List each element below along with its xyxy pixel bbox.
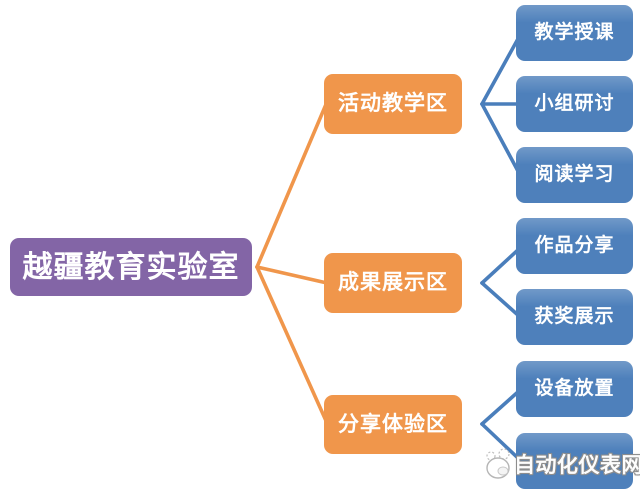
- leaf-node-label: 设备放置: [534, 377, 615, 399]
- mascot-logo-icon: [486, 448, 510, 479]
- connector-line: [255, 100, 329, 269]
- leaf-node-group-discussion: 小组研讨: [516, 76, 633, 132]
- leaf-node-obscured-by-watermark: [516, 433, 633, 489]
- connector-line: [480, 389, 521, 426]
- watermark-text: 自动化仪表网: [514, 454, 640, 477]
- connector-line: [480, 247, 521, 285]
- branch-node-achievement-display: 成果展示区: [324, 253, 462, 313]
- branch-node-label: 分享体验区: [338, 412, 448, 436]
- connector-line: [255, 265, 329, 285]
- leaf-node-label: 作品分享: [534, 234, 615, 256]
- leaf-node-label: 小组研讨: [534, 92, 615, 114]
- leaf-node-teaching-lecture: 教学授课: [516, 5, 633, 61]
- connector-line: [480, 102, 521, 175]
- branch-node-activity-teaching: 活动教学区: [324, 74, 462, 134]
- leaf-node-award-display: 获奖展示: [516, 289, 633, 345]
- watermark: 自动化仪表网: [482, 446, 640, 482]
- connector-line: [480, 422, 521, 461]
- branch-node-sharing-experience: 分享体验区: [324, 395, 462, 454]
- leaf-node-equipment-placement: 设备放置: [516, 361, 633, 417]
- leaf-node-label: 获奖展示: [534, 305, 615, 327]
- root-node: 越疆教育实验室: [10, 238, 252, 296]
- branch-node-label: 成果展示区: [338, 271, 448, 295]
- branch-node-label: 活动教学区: [338, 92, 448, 116]
- connector-line: [480, 35, 521, 106]
- leaf-node-label: 教学授课: [534, 21, 615, 43]
- connector-line: [255, 265, 329, 425]
- connector-line: [480, 281, 521, 318]
- leaf-node-works-sharing: 作品分享: [516, 218, 633, 274]
- leaf-node-reading-study: 阅读学习: [516, 147, 633, 203]
- leaf-node-label: 阅读学习: [534, 163, 615, 185]
- root-node-label: 越疆教育实验室: [22, 250, 240, 284]
